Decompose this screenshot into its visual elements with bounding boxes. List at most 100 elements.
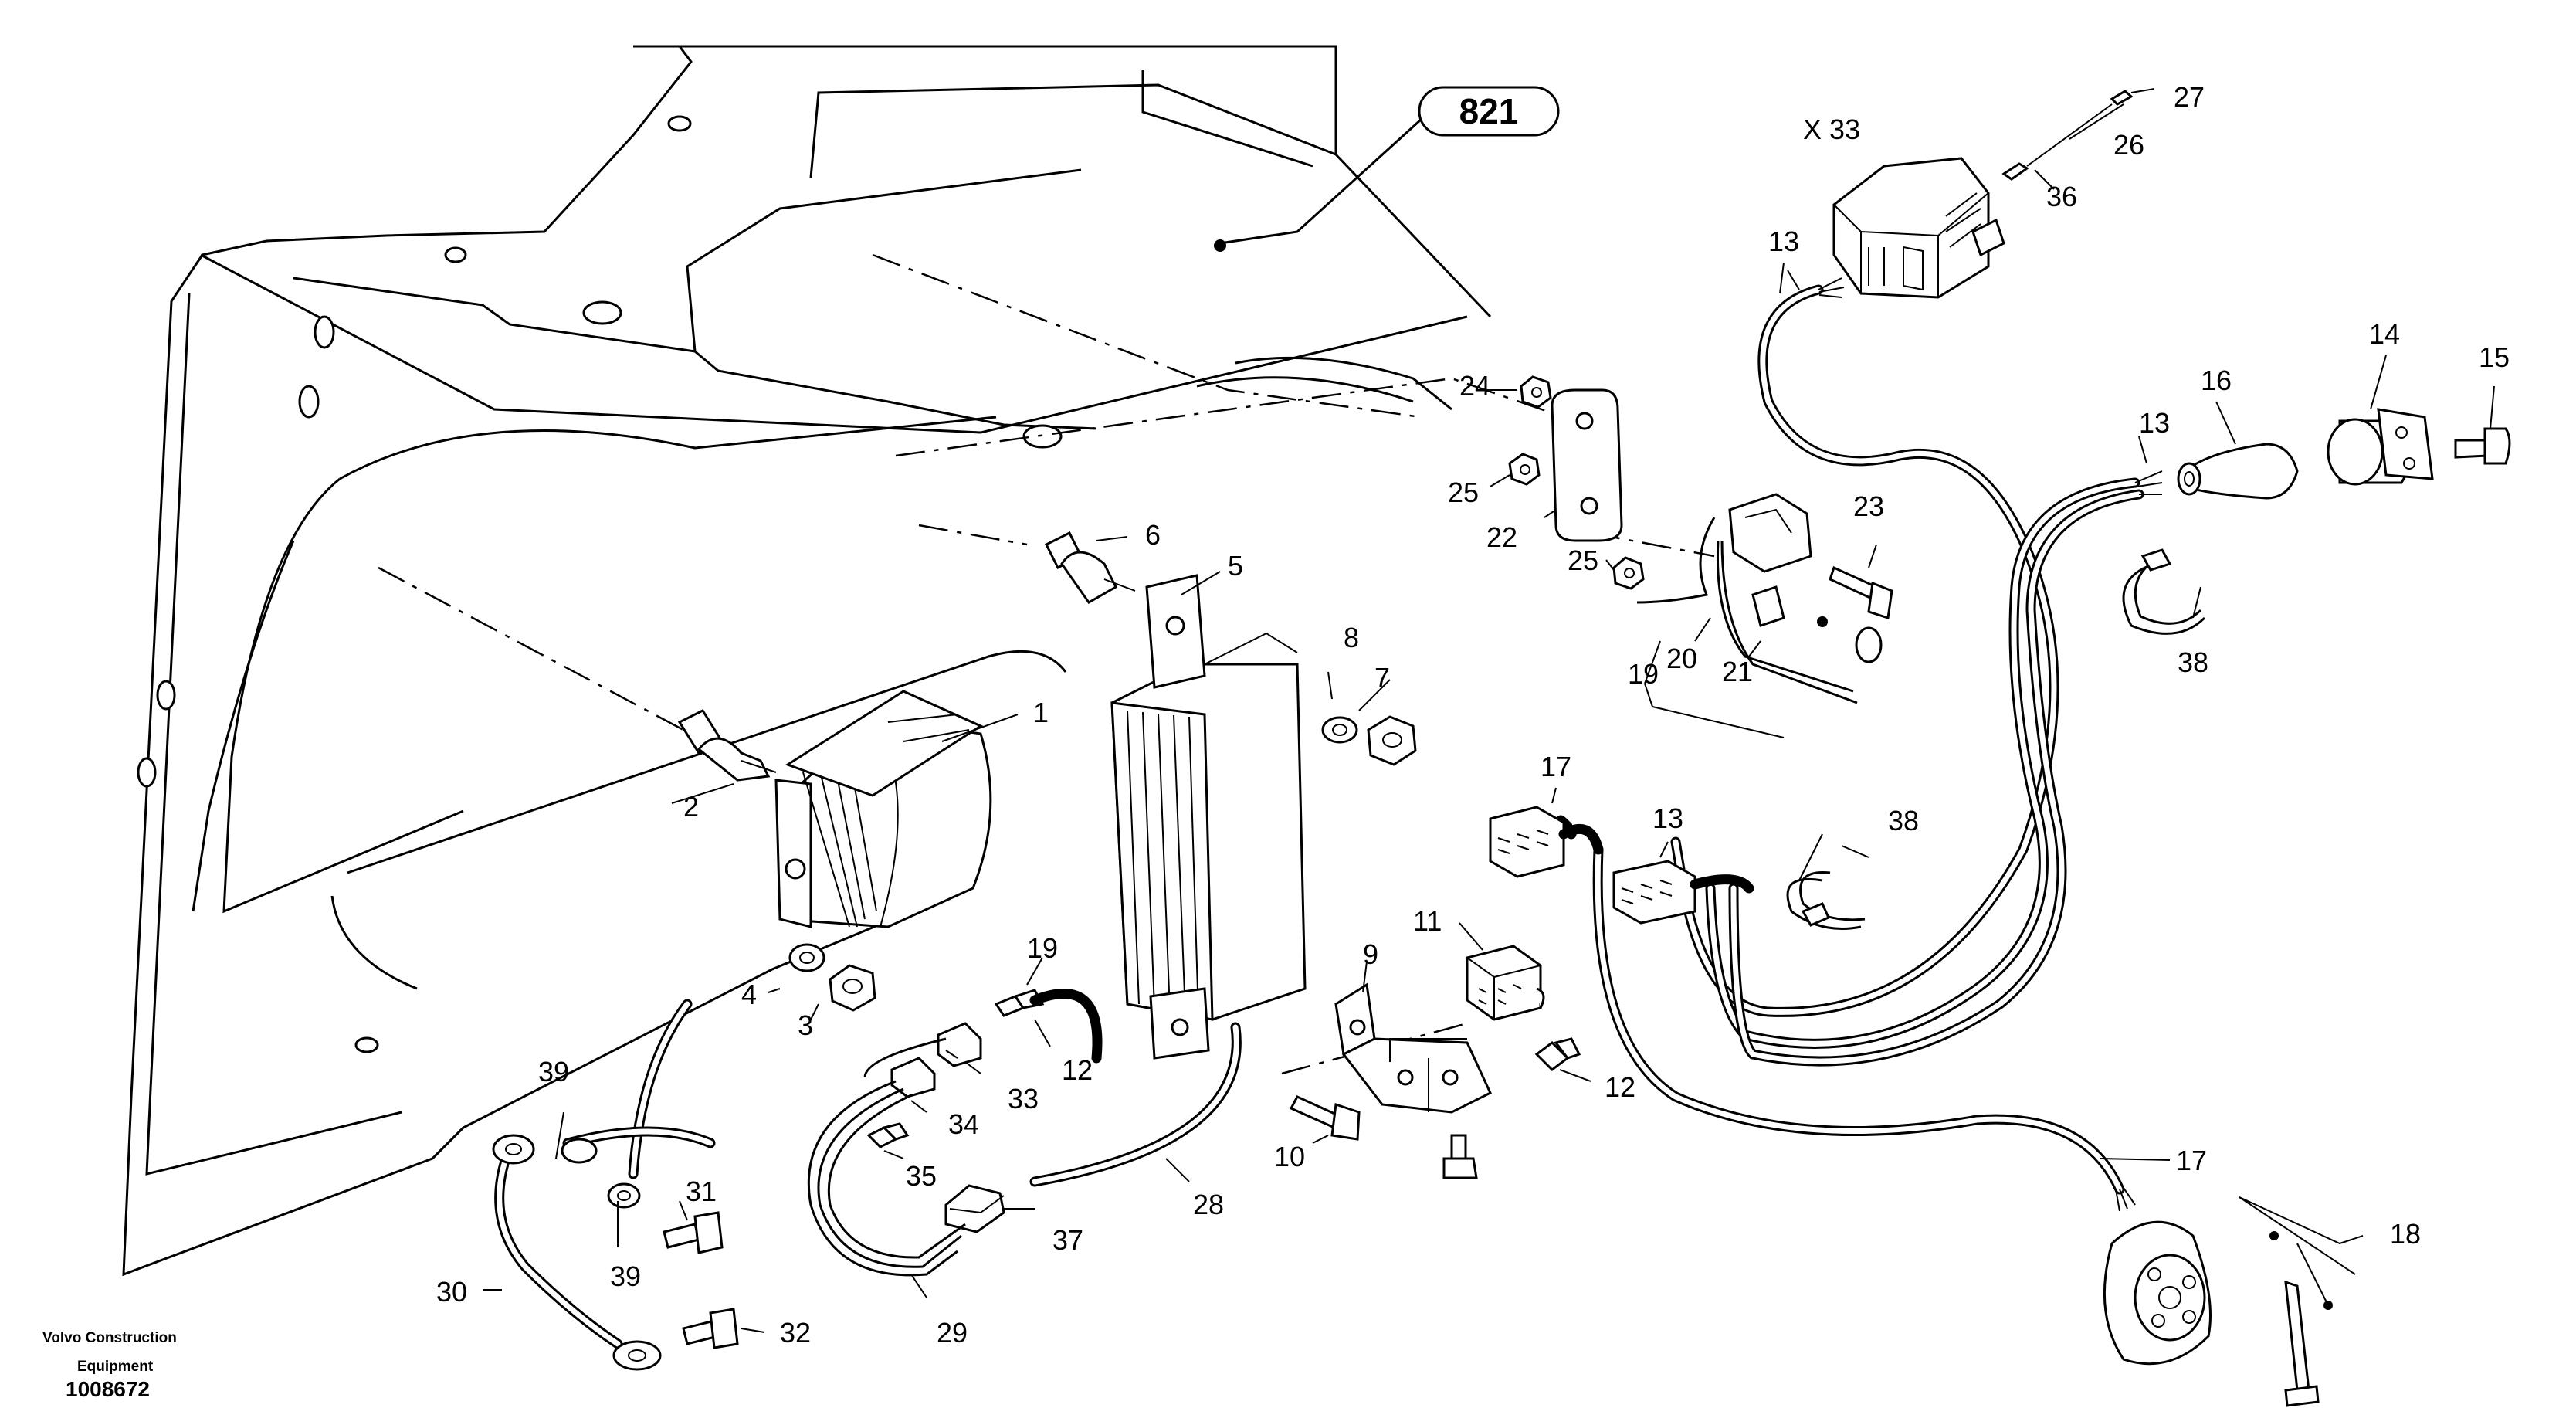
leader-lines bbox=[483, 88, 2495, 1333]
part-31-bolt bbox=[663, 1211, 724, 1254]
part-34-connector bbox=[890, 1057, 936, 1098]
brand-line-2: Equipment bbox=[77, 1359, 154, 1375]
callout-39-upper: 39 bbox=[538, 1056, 569, 1087]
callout-35: 35 bbox=[906, 1160, 937, 1192]
callout-15: 15 bbox=[2479, 341, 2510, 373]
callout-5: 5 bbox=[1228, 550, 1243, 582]
callout-12-right: 12 bbox=[1605, 1071, 1635, 1103]
callout-23: 23 bbox=[1853, 490, 1884, 522]
part-17-plug bbox=[1489, 806, 1604, 878]
callout-29: 29 bbox=[937, 1317, 968, 1349]
callout-20: 20 bbox=[1666, 643, 1697, 674]
part-7-nut bbox=[1367, 715, 1417, 766]
callout-2: 2 bbox=[683, 791, 699, 823]
callout-16: 16 bbox=[2201, 365, 2232, 396]
callout-39-lower: 39 bbox=[610, 1260, 641, 1292]
part-38-clamp-lower bbox=[1786, 871, 1866, 930]
part-4-washer bbox=[788, 943, 825, 972]
part-1-heatsink-unit bbox=[774, 690, 992, 928]
callout-21: 21 bbox=[1722, 656, 1753, 687]
footer: Volvo Construction Equipment 1008672 bbox=[42, 1330, 177, 1401]
callout-17-left: 17 bbox=[1541, 751, 1571, 782]
part-37-clip bbox=[944, 1184, 1005, 1233]
part-30-ground-cable bbox=[492, 1134, 662, 1371]
callout-1: 1 bbox=[1033, 697, 1049, 728]
document-number: 1008672 bbox=[66, 1377, 150, 1401]
callout-7: 7 bbox=[1374, 662, 1390, 694]
callout-27: 27 bbox=[2174, 81, 2205, 113]
part-12-terminal-right bbox=[1534, 1037, 1581, 1071]
callout-38-middle: 38 bbox=[1888, 805, 1919, 836]
callout-19-left: 19 bbox=[1027, 932, 1058, 964]
callout-17-right: 17 bbox=[2176, 1145, 2207, 1176]
reference-badge-label: 821 bbox=[1459, 91, 1519, 131]
part-10-bolt bbox=[1289, 1095, 1361, 1141]
callout-14: 14 bbox=[2369, 318, 2400, 350]
connector-x33-label: X 33 bbox=[1803, 114, 1860, 145]
callout-34: 34 bbox=[948, 1108, 979, 1140]
callout-25-left: 25 bbox=[1448, 477, 1479, 508]
callout-12-left: 12 bbox=[1062, 1054, 1093, 1086]
part-6-rubber-mount bbox=[1044, 531, 1136, 604]
brand-line-1: Volvo Construction bbox=[42, 1330, 177, 1346]
part-5-control-box bbox=[1110, 574, 1307, 1060]
callout-18: 18 bbox=[2390, 1218, 2421, 1250]
part-25-nut-left bbox=[1508, 453, 1541, 486]
callout-6: 6 bbox=[1145, 519, 1161, 551]
reference-badge: 821 bbox=[1214, 86, 1560, 252]
callout-13-top: 13 bbox=[1768, 226, 1799, 257]
part-23-bolt bbox=[1829, 565, 1893, 619]
callout-4: 4 bbox=[741, 979, 757, 1010]
part-19-relay-harness bbox=[1636, 493, 1883, 704]
callout-9: 9 bbox=[1363, 938, 1378, 970]
callout-32: 32 bbox=[780, 1317, 811, 1349]
part-3-nut bbox=[829, 964, 876, 1012]
callout-3: 3 bbox=[798, 1009, 813, 1041]
callout-13-right: 13 bbox=[2139, 407, 2170, 439]
callout-22: 22 bbox=[1486, 521, 1517, 553]
part-9-bolt bbox=[1442, 1134, 1478, 1179]
callout-13-middle: 13 bbox=[1652, 802, 1683, 834]
callout-24: 24 bbox=[1459, 370, 1490, 402]
chassis-frame bbox=[122, 45, 1492, 1277]
part-29-harness bbox=[807, 1037, 966, 1277]
part-14-socket bbox=[2327, 408, 2434, 486]
part-13-harness-right bbox=[1705, 470, 2163, 1067]
callout-30: 30 bbox=[436, 1276, 467, 1308]
callout-38-right: 38 bbox=[2178, 646, 2208, 678]
callout-8: 8 bbox=[1344, 622, 1359, 653]
part-2-rubber-mount bbox=[677, 709, 777, 782]
part-35-terminal bbox=[866, 1122, 910, 1148]
callout-26: 26 bbox=[2113, 129, 2144, 161]
part-25-nut-right bbox=[1612, 556, 1645, 590]
callout-25-right: 25 bbox=[1568, 545, 1598, 576]
callout-28: 28 bbox=[1193, 1189, 1224, 1220]
callout-19-top: 19 bbox=[1628, 658, 1659, 690]
part-38-clamp-upper bbox=[2122, 548, 2206, 635]
part-22-plate bbox=[1551, 388, 1623, 542]
part-13-harness-main bbox=[1670, 277, 2059, 1017]
part-16-rubber-boot bbox=[2177, 443, 2299, 500]
part-12-terminal bbox=[994, 989, 1045, 1017]
callout-11: 11 bbox=[1413, 905, 1442, 937]
part-39-ground-cable bbox=[561, 999, 716, 1209]
callout-labels: 1 2 3 4 5 6 7 8 9 10 11 12 12 13 13 13 1… bbox=[436, 81, 2510, 1349]
callout-31: 31 bbox=[686, 1176, 717, 1207]
part-11-connector bbox=[1466, 945, 1545, 1021]
part-8-washer bbox=[1321, 716, 1358, 744]
part-18-socket bbox=[2103, 1220, 2333, 1407]
part-9-bracket bbox=[1334, 982, 1492, 1114]
part-33-connector bbox=[937, 1022, 982, 1067]
part-13-plug bbox=[1612, 860, 1754, 925]
callout-10: 10 bbox=[1274, 1141, 1305, 1172]
part-24-nut bbox=[1520, 375, 1552, 409]
part-15-bolt bbox=[2454, 427, 2511, 465]
callout-36: 36 bbox=[2046, 181, 2077, 212]
callout-37: 37 bbox=[1052, 1224, 1083, 1256]
callout-33: 33 bbox=[1008, 1083, 1039, 1115]
part-28-cable bbox=[1029, 989, 1242, 1187]
connector-x33 bbox=[1832, 157, 2005, 299]
part-32-bolt bbox=[682, 1308, 739, 1349]
part-26-27-36-pin bbox=[2001, 90, 2134, 181]
